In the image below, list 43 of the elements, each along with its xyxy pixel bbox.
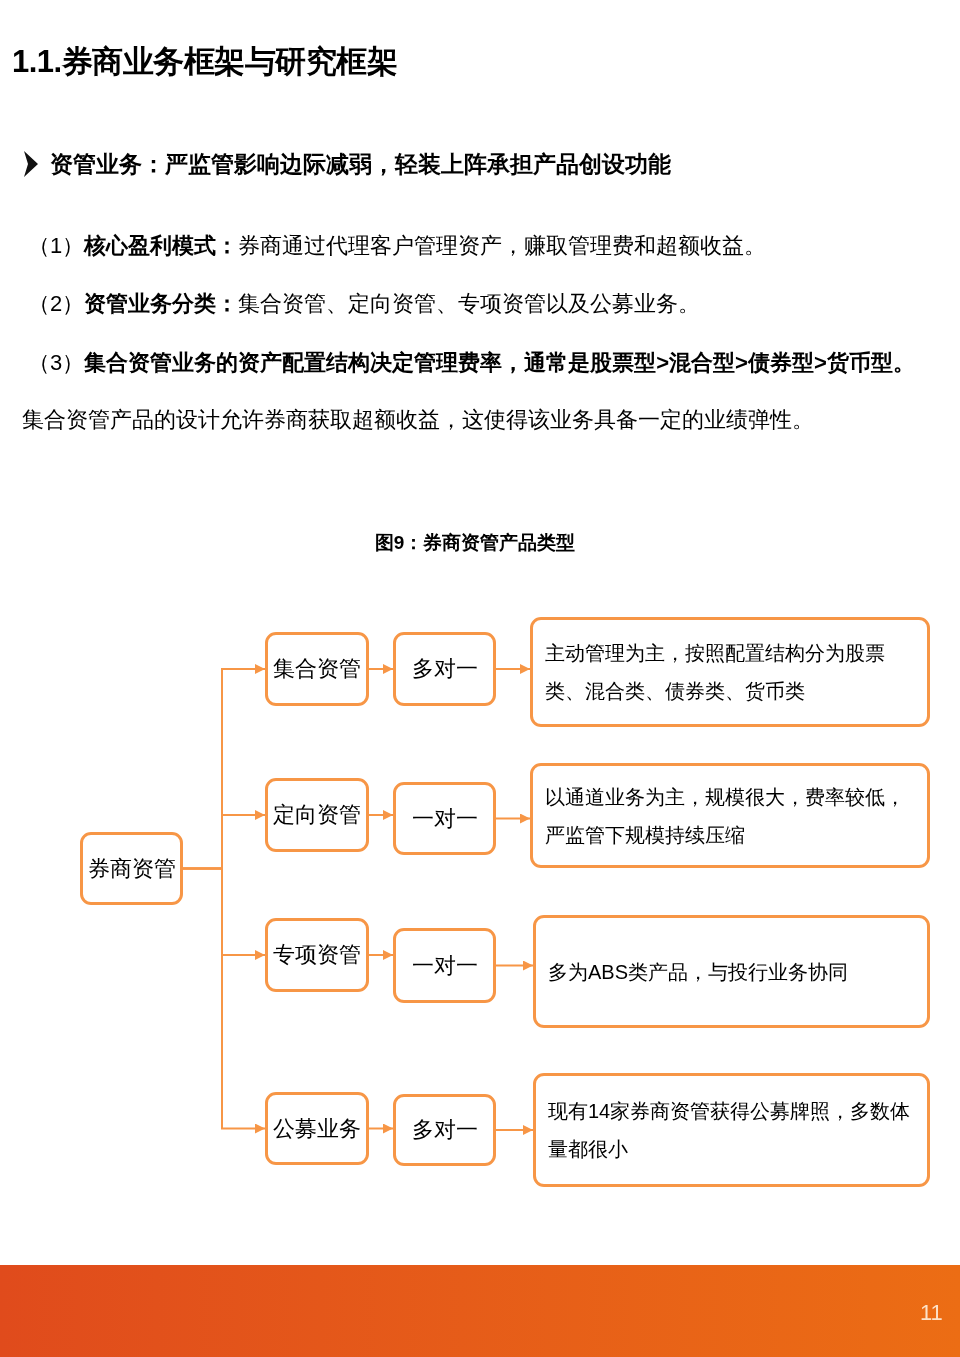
box-text: 多为ABS类产品，与投行业务协同 [548, 959, 849, 985]
box-text: 主动管理为主，按照配置结构分为股票类、混合类、债券类、货币类 [545, 641, 886, 704]
box-text: 专项资管 [273, 941, 361, 969]
page-title: 1.1.券商业务框架与研究框架 [12, 43, 398, 81]
connector-arrow [495, 813, 531, 824]
box-text: 定向资管 [273, 801, 361, 829]
box-text: 集合资管 [273, 655, 361, 683]
figure-caption: 图9：券商资管产品类型 [373, 531, 577, 555]
description-box [530, 617, 930, 727]
connector-arrow [495, 1125, 534, 1135]
box-text: 以通道业务为主，规模很大，费率较低，严监管下规模持续压缩 [545, 784, 906, 848]
category-box [265, 778, 369, 852]
body-text: （2）资管业务分类：集合资管、定向资管、专项资管以及公募业务。 [28, 290, 701, 318]
category-box [265, 918, 369, 992]
body-text: 集合资管产品的设计允许券商获取超额收益，这使得该业务具备一定的业绩弹性。 [22, 406, 814, 434]
category-box [265, 1092, 369, 1165]
box-text: 公募业务 [273, 1114, 361, 1143]
body-text: （3）集合资管业务的资产配置结构决定管理费率，通常是股票型>混合型>债券型>货币型。 [28, 349, 915, 377]
connector-arrow [368, 1123, 394, 1134]
category-box [393, 632, 496, 706]
category-box [80, 832, 183, 905]
category-box [393, 1094, 496, 1166]
description-box [533, 915, 930, 1028]
connector-arrow [495, 960, 534, 971]
box-text: 多对一 [411, 655, 478, 683]
page-number: 11 [920, 1299, 943, 1327]
connector-arrow [368, 810, 394, 820]
body-text: （1）核心盈利模式：券商通过代理客户管理资产，赚取管理费和超额收益。 [28, 232, 767, 260]
box-text: 多对一 [411, 1116, 478, 1144]
description-box [533, 1073, 930, 1187]
box-text: 券商资管 [87, 854, 176, 883]
category-box [393, 928, 496, 1003]
box-text: 一对一 [411, 804, 478, 833]
connector-arrow [495, 664, 531, 674]
box-text: 现有14家券商资管获得公募牌照，多数体量都很小 [548, 1099, 912, 1162]
connector-arrow [368, 950, 394, 960]
description-box [530, 763, 930, 868]
connector-arrow [182, 867, 266, 1134]
box-text: 一对一 [411, 951, 478, 980]
connector-arrow [368, 664, 394, 674]
category-box [393, 782, 496, 855]
bullet-heading: 资管业务：严监管影响边际减弱，轻装上阵承担产品创设功能 [50, 150, 671, 179]
category-box [265, 632, 369, 706]
